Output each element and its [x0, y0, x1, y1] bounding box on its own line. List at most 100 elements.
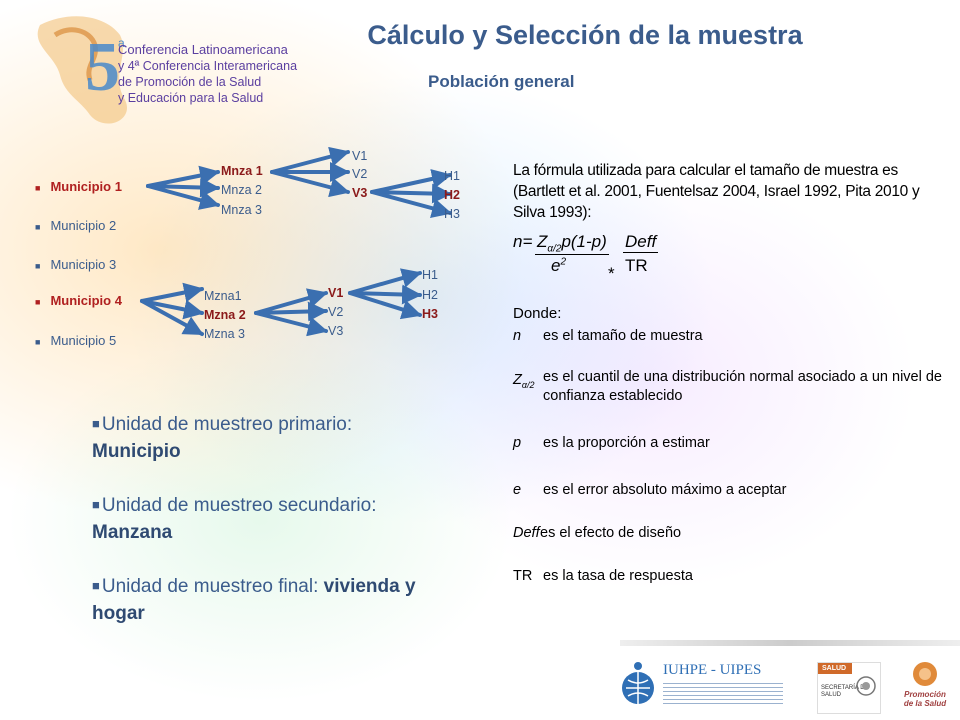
connector-m4-mzna1: [140, 282, 204, 303]
iuhpe-tagline: [663, 682, 783, 704]
node-mzna2: Mzna 2: [204, 308, 246, 322]
node-h3-b: H3: [422, 307, 438, 321]
formula-n: n=: [513, 232, 533, 251]
secretaria-label: SECRETARÍA DE SALUD: [821, 685, 869, 698]
def-tr-symbol: TR: [513, 568, 533, 584]
conference-logo: 5 a: [37, 16, 127, 124]
municipio-2: ■Municipio 2: [35, 218, 116, 233]
svg-text:a: a: [118, 36, 125, 50]
connector-v1-h1: [348, 268, 422, 295]
connector-mzna2-v3: [254, 311, 328, 337]
node-h1-a: H1: [444, 169, 460, 183]
node-v3-b: V3: [328, 324, 344, 338]
conference-line-4: y Educación para la Salud: [118, 91, 264, 105]
def-e-symbol: e: [513, 482, 522, 498]
formula-e: e: [551, 256, 561, 275]
def-tr: TR es la tasa de respuesta: [513, 567, 943, 587]
promocion-salud-logo: Promoción de la Salud: [895, 660, 955, 715]
node-mzna1: Mzna1: [204, 289, 242, 303]
connector-mnza1-v1: [270, 146, 350, 174]
conference-name: Conferencia Latinoamericana y 4ª Confere…: [118, 42, 297, 106]
node-h2-a: H2: [444, 188, 460, 202]
connector-m1-mnza1: [146, 165, 220, 188]
def-e-text: es el error absoluto máximo a aceptar: [543, 482, 787, 498]
municipio-5: ■ Municipio 5: [35, 333, 116, 348]
def-tr-text: es la tasa de respuesta: [543, 568, 693, 584]
node-mnza-2: Mnza 2: [221, 183, 262, 197]
municipio-1: ■ Municipio 1: [35, 179, 122, 194]
def-deff-text: es el efecto de diseño: [540, 525, 682, 541]
iuhpe-logo: IUHPE - UIPES: [618, 660, 798, 710]
def-deff: Deff es el efecto de diseño: [513, 524, 943, 544]
sampling-units-list: ■Unidad de muestreo primario: Municipio …: [92, 410, 482, 653]
slide-title: Cálculo y Selección de la muestra: [367, 20, 803, 50]
formula-intro: La fórmula utilizada para calcular el ta…: [513, 162, 920, 221]
def-n-symbol: n: [513, 328, 522, 344]
node-h3-a: H3: [444, 207, 460, 221]
def-p-symbol: p: [513, 435, 522, 451]
sample-size-formula: n= Zα/2p(1-p) e2 * Deff TR: [513, 228, 713, 288]
definitions-heading: Donde:: [513, 305, 562, 322]
promocion-label: Promoción de la Salud: [895, 690, 955, 708]
salud-logo: SALUD SECRETARÍA DE SALUD: [817, 662, 881, 714]
connector-m4-mzna3: [140, 299, 204, 336]
bullet-icon: ■: [92, 416, 100, 431]
final-value-2: hogar: [92, 603, 145, 624]
svg-text:5: 5: [85, 29, 120, 106]
primary-value: Municipio: [92, 441, 181, 462]
formula-deff: Deff: [623, 232, 659, 253]
primary-label: Unidad de muestreo primario:: [101, 414, 353, 435]
formula-e-exp: 2: [560, 256, 567, 268]
formula-z: Z: [537, 232, 548, 251]
def-p: p es la proporción a estimar: [513, 434, 943, 454]
bullet-icon: ■: [35, 222, 41, 232]
municipio-4: ■Municipio 4: [35, 293, 122, 308]
bullet-icon: ■: [35, 297, 41, 307]
def-e: e es el error absoluto máximo a aceptar: [513, 481, 943, 501]
def-n-text: es el tamaño de muestra: [543, 328, 703, 344]
secondary-label: Unidad de muestreo secundario:: [101, 495, 377, 516]
connector-v3-h3: [370, 190, 452, 218]
final-label: Unidad de muestreo final:: [101, 576, 319, 597]
promocion-icon: [913, 662, 937, 686]
def-z-symbol-main: Z: [513, 372, 522, 388]
def-z-symbol-sub: α/2: [521, 379, 535, 390]
sampling-unit-final: ■Unidad de muestreo final: vivienda y ho…: [92, 572, 482, 627]
municipio-3: ■ Municipio 3: [35, 257, 116, 272]
node-mzna3: Mzna 3: [204, 327, 245, 341]
connector-m1-mnza3: [146, 184, 220, 210]
connector-m4-mzna2: [140, 299, 204, 320]
bullet-icon: ■: [35, 337, 41, 347]
municipio-5-label: Municipio 5: [50, 333, 117, 348]
municipio-3-label: Municipio 3: [50, 257, 117, 272]
bullet-icon: ■: [35, 183, 41, 193]
connector-mnza1-v3: [270, 170, 350, 198]
connector-v3-h2: [370, 183, 452, 204]
connector-v1-h2: [348, 284, 422, 305]
promocion-line-1: Promoción: [904, 690, 946, 699]
node-h1-b: H1: [422, 268, 438, 282]
def-z: Zα/2 es el cuantil de una distribución n…: [513, 368, 943, 408]
conference-line-1: Conferencia Latinoamericana: [118, 42, 288, 57]
node-h2-b: H2: [422, 288, 438, 302]
node-mnza-1: Mnza 1: [221, 164, 263, 178]
bullet-icon: ■: [92, 497, 100, 512]
formula-p: p(1-p): [561, 232, 607, 251]
node-v2-a: V2: [352, 167, 368, 181]
formula-numerator: Zα/2p(1-p): [535, 232, 609, 256]
connector-mzna2-v2: [254, 301, 328, 322]
secondary-value: Manzana: [92, 522, 173, 543]
node-v2-b: V2: [328, 305, 344, 319]
municipio-1-label: Municipio 1: [50, 179, 122, 194]
node-v3-a: V3: [352, 186, 368, 200]
def-z-text: es el cuantil de una distribución normal…: [543, 369, 942, 404]
iuhpe-name: IUHPE - UIPES: [663, 662, 762, 678]
node-v1-b: V1: [328, 286, 344, 300]
connector-m1-mnza2: [146, 177, 220, 198]
globe-icon: [622, 662, 654, 704]
final-value-1: vivienda y: [323, 576, 416, 597]
bullet-icon: ■: [35, 261, 41, 271]
connector-v1-h3: [348, 291, 422, 320]
